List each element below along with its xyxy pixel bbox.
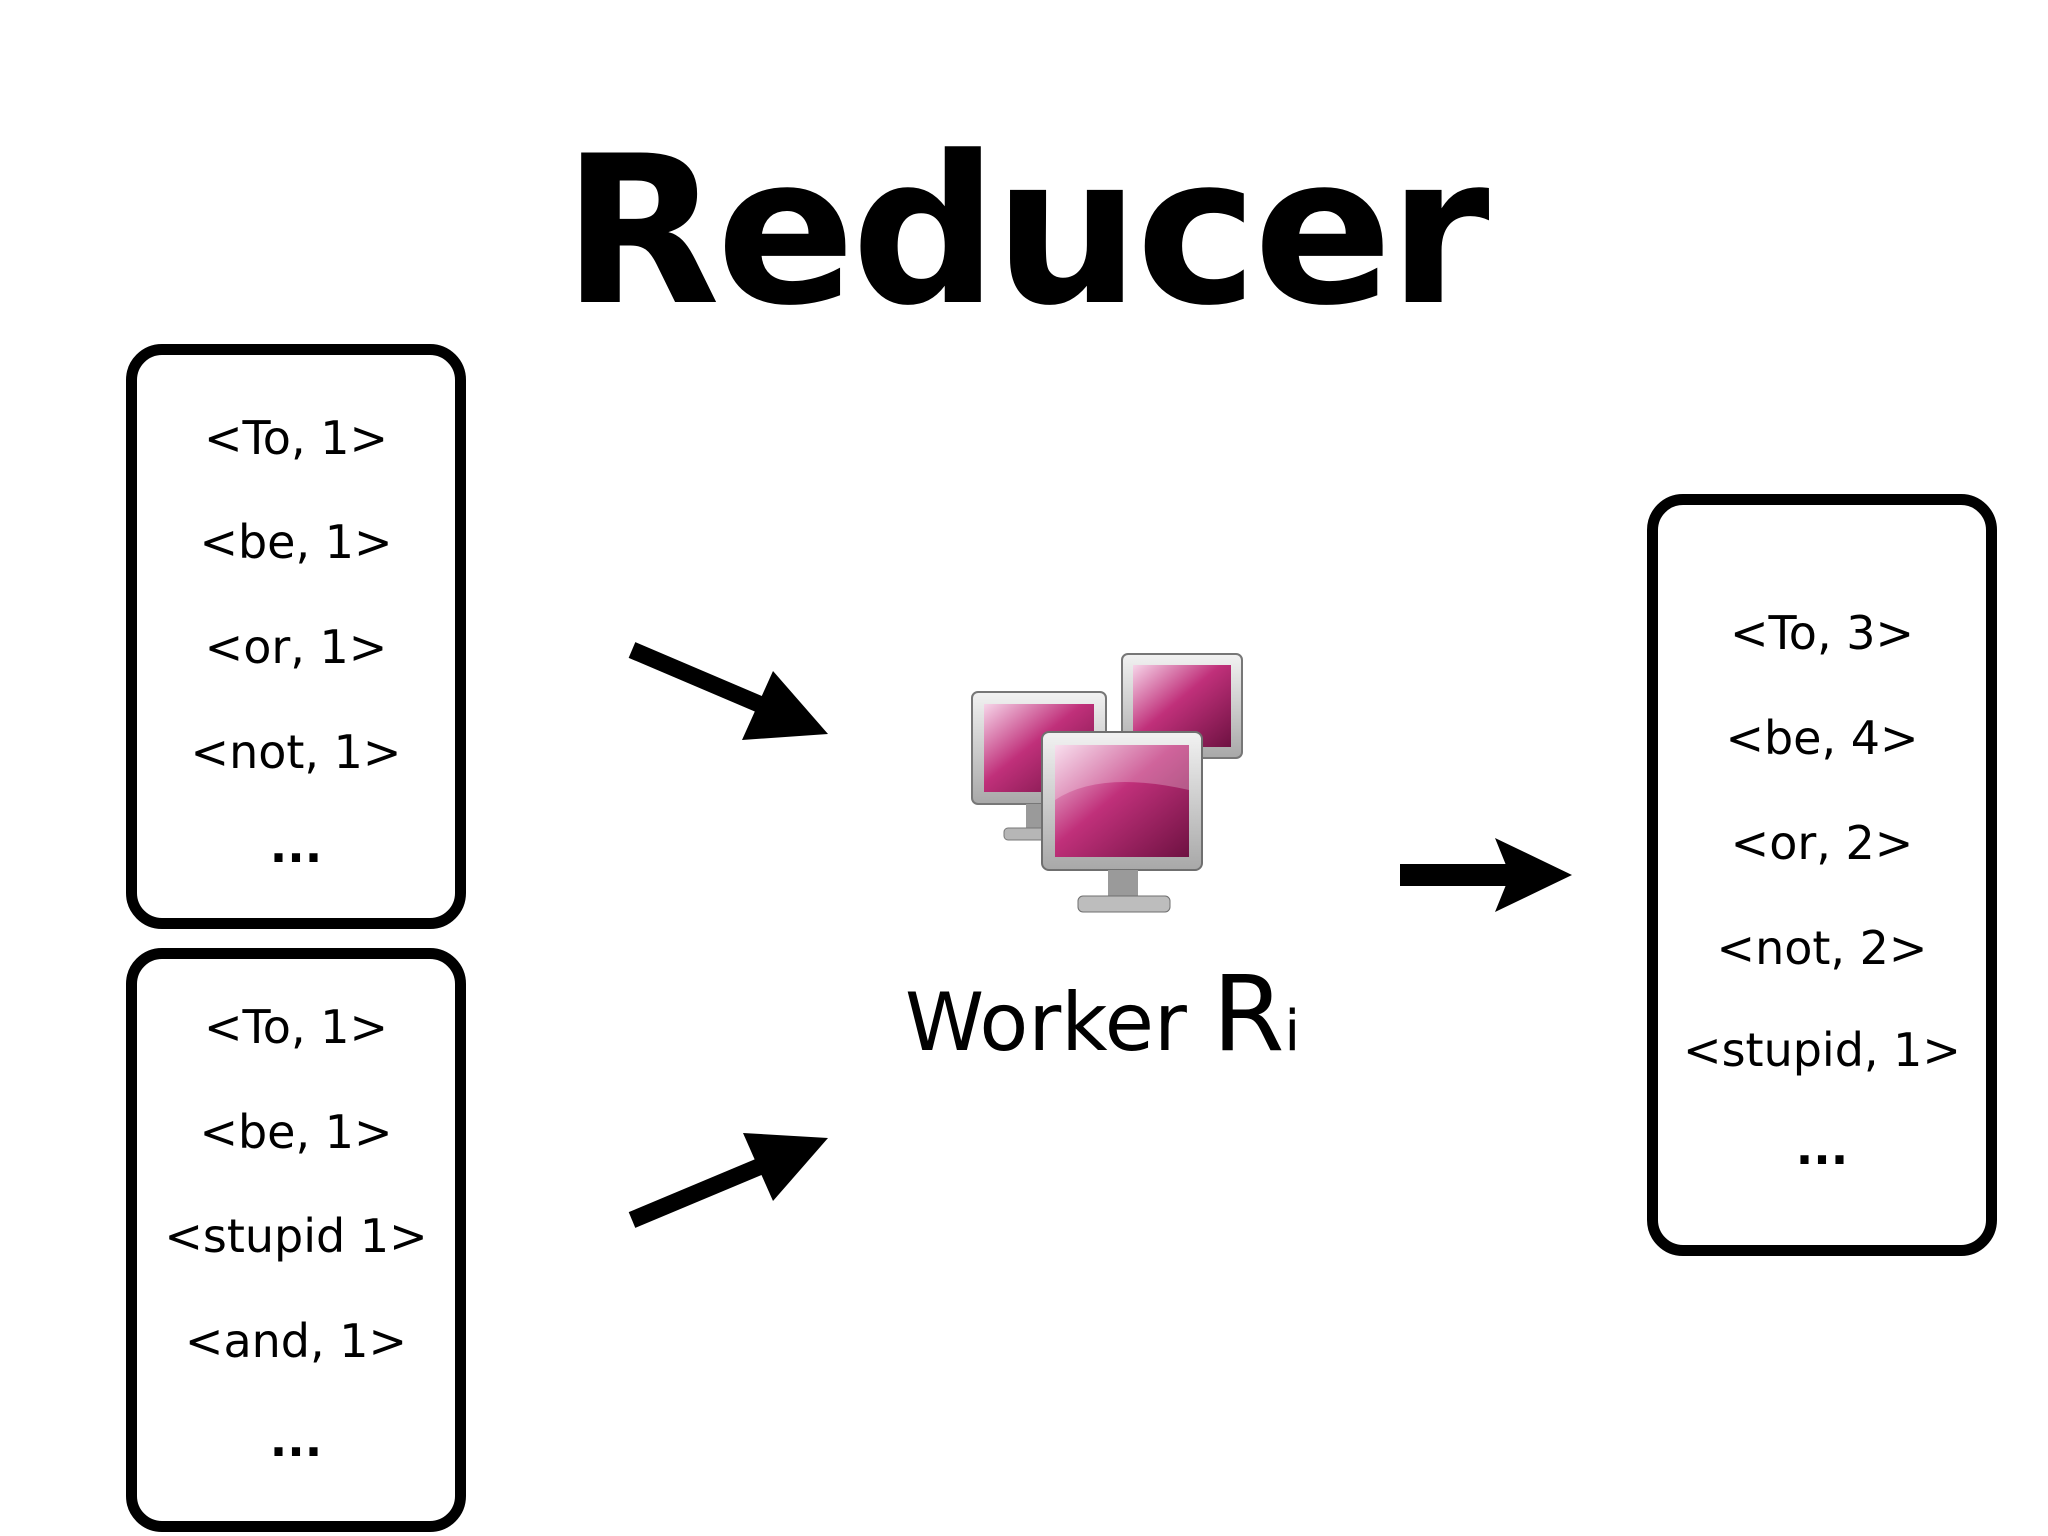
input-1-item-3: <not, 1>	[190, 725, 402, 779]
input-1-item-2: <or, 1>	[204, 620, 388, 674]
output-item-5: ...	[1795, 1121, 1849, 1175]
input-2-item-3: <and, 1>	[184, 1314, 408, 1368]
output-item-1: <be, 4>	[1725, 711, 1919, 765]
computer-cluster-icon	[971, 653, 1243, 913]
input-1-item-4: ...	[269, 819, 323, 873]
output-item-0: <To, 3>	[1729, 606, 1915, 660]
output-item-4: <stupid, 1>	[1683, 1023, 1961, 1077]
worker-subscript: i	[1284, 999, 1301, 1064]
arrow-input-2-to-worker	[628, 1133, 828, 1228]
worker-symbol: R	[1212, 953, 1285, 1075]
diagram-title: Reducer	[562, 113, 1489, 351]
input-2-item-1: <be, 1>	[199, 1105, 393, 1159]
input-1-item-1: <be, 1>	[199, 515, 393, 569]
monitor-front	[1041, 731, 1203, 913]
arrow-input-1-to-worker	[628, 642, 828, 740]
worker-label: Worker Ri	[905, 962, 1325, 1066]
output-box: <To, 3> <be, 4> <or, 2> <not, 2> <stupid…	[1647, 494, 1997, 1256]
input-2-item-0: <To, 1>	[203, 1000, 389, 1054]
input-box-1: <To, 1> <be, 1> <or, 1> <not, 1> ...	[126, 344, 466, 929]
arrow-worker-to-output	[1400, 838, 1572, 912]
output-item-2: <or, 2>	[1730, 816, 1914, 870]
input-box-2: <To, 1> <be, 1> <stupid 1> <and, 1> ...	[126, 948, 466, 1532]
input-2-item-4: ...	[269, 1413, 323, 1467]
worker-label-text: Worker	[905, 976, 1187, 1069]
input-1-item-0: <To, 1>	[203, 411, 389, 465]
input-2-item-2: <stupid 1>	[164, 1209, 428, 1263]
output-item-3: <not, 2>	[1716, 921, 1928, 975]
